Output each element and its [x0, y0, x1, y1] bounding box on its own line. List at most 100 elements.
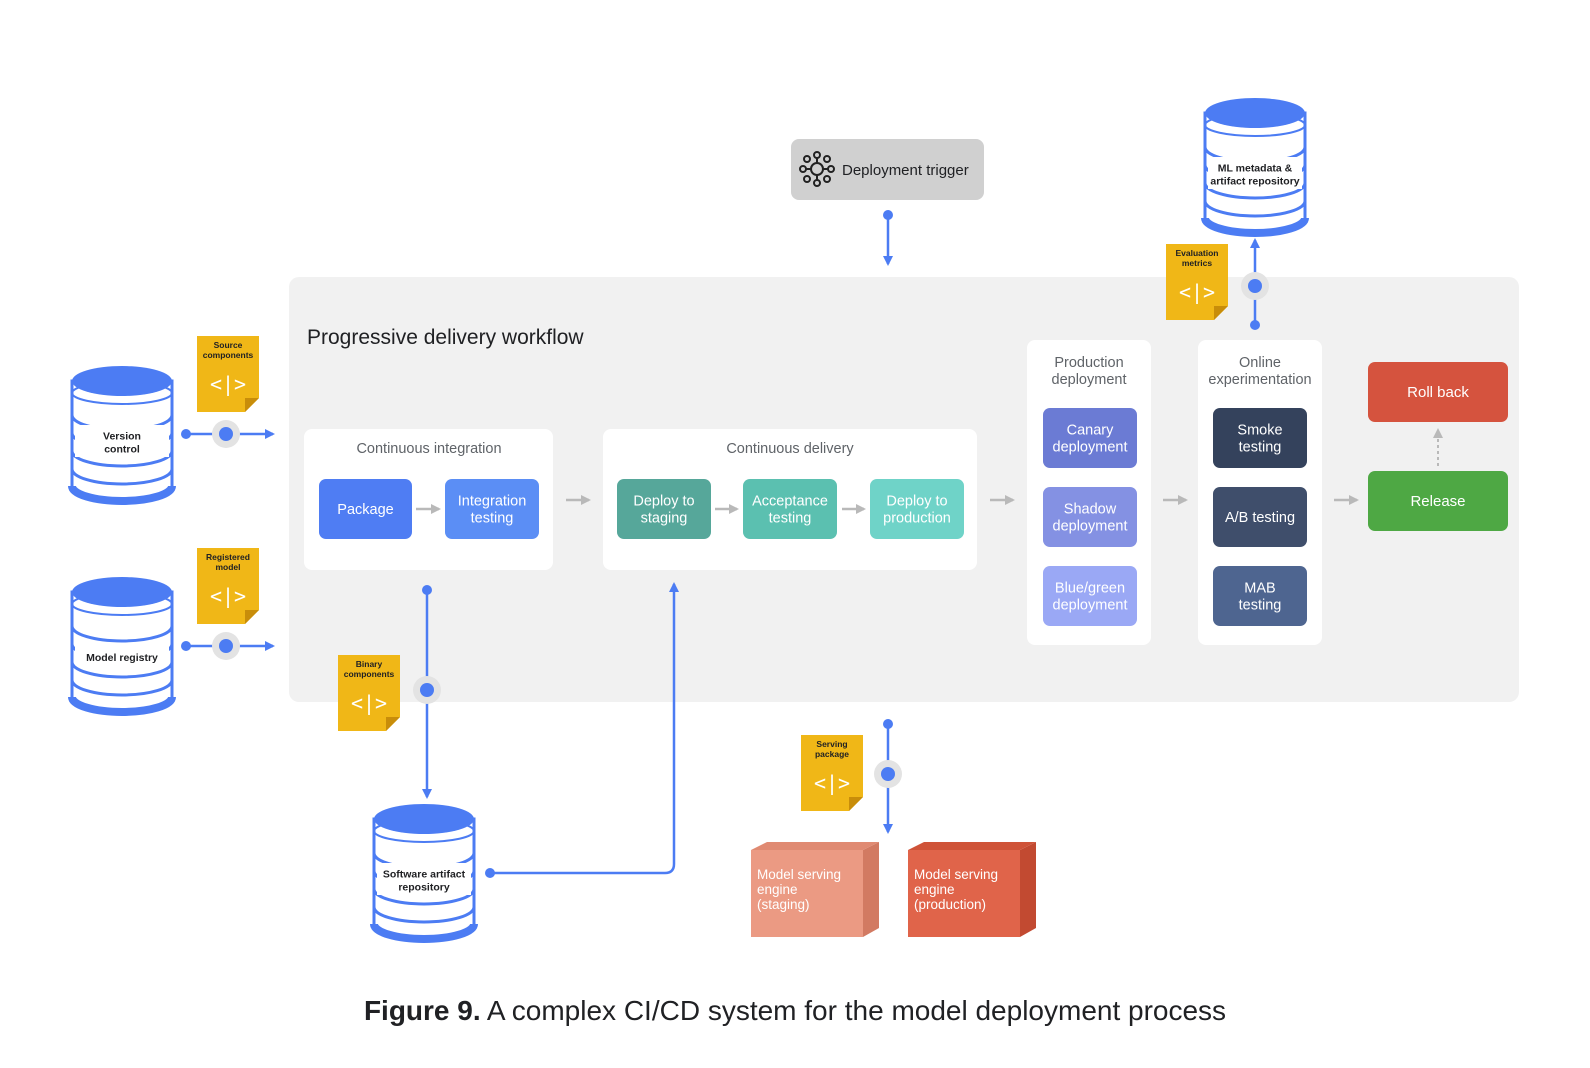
serving-engine-staging-label-line: (staging)	[757, 897, 810, 912]
step-label: staging	[641, 511, 688, 527]
step-label: testing	[1239, 440, 1282, 456]
code-icon: <|>	[210, 372, 246, 396]
step-label: Deploy to	[633, 494, 694, 510]
note-label: Evaluation	[1176, 248, 1219, 258]
db-label-text: Software artifact	[383, 869, 466, 881]
db-label-text: Version	[103, 431, 141, 443]
package-step: Package	[319, 479, 412, 539]
note-label: components	[344, 669, 395, 679]
model-registry-db: Model registry	[68, 577, 176, 716]
roll-back-box: Roll back	[1368, 362, 1508, 422]
binary-connector	[413, 585, 441, 799]
db-label-text: ML metadata &	[1218, 163, 1293, 175]
figure-caption-text: A complex CI/CD system for the model dep…	[480, 995, 1227, 1026]
release-box: Release	[1368, 471, 1508, 531]
step-label: production	[883, 511, 951, 527]
step-label: Deploy to	[886, 494, 947, 510]
artifact-to-cd-connector	[485, 582, 679, 878]
step-label: Canary	[1067, 423, 1114, 439]
figure-caption: Figure 9. A complex CI/CD system for the…	[0, 995, 1590, 1027]
model-registry-connector	[181, 632, 275, 660]
serving-connector	[874, 719, 902, 834]
db-label-text: artifact repository	[1210, 176, 1299, 188]
step-label: deployment	[1053, 519, 1128, 535]
note-label: Serving	[816, 739, 847, 749]
code-icon: <|>	[210, 584, 246, 608]
step-label: Integration	[458, 494, 527, 510]
serving-engine-production-label-line: engine	[914, 882, 955, 897]
continuous-integration-panel: Continuous integration Package Integrati…	[304, 429, 553, 570]
serving-engine-staging-label-line: engine	[757, 882, 798, 897]
deployment-trigger-label: Deployment trigger	[842, 162, 969, 179]
step-label: Package	[337, 502, 393, 518]
step-label: deployment	[1053, 440, 1128, 456]
cd-title: Continuous delivery	[726, 441, 854, 457]
ci-title: Continuous integration	[356, 441, 501, 457]
roll-back-label: Roll back	[1407, 384, 1469, 401]
note-label: package	[815, 749, 849, 759]
serving-engine-staging-label-line: Model serving	[757, 867, 841, 882]
code-icon: <|>	[814, 771, 850, 795]
step-label: A/B testing	[1225, 510, 1295, 526]
online-experimentation-title-line: Online	[1239, 355, 1281, 371]
release-label: Release	[1410, 493, 1465, 510]
code-icon: <|>	[351, 691, 387, 715]
note-label: Binary	[356, 659, 383, 669]
step-label: Smoke	[1237, 423, 1282, 439]
version-control-connector	[181, 420, 275, 448]
code-icon: <|>	[1179, 280, 1215, 304]
production-deployment-title-line: Production	[1054, 355, 1123, 371]
serving-engine-production-label-line: (production)	[914, 897, 986, 912]
serving-engine-production-label-line: Model serving	[914, 867, 998, 882]
note-label: model	[215, 562, 240, 572]
db-label-text: repository	[398, 882, 450, 894]
db-label-text: control	[104, 444, 140, 456]
ml-metadata-db: ML metadata &artifact repository	[1201, 98, 1309, 237]
note-label: Registered	[206, 552, 250, 562]
db-label-text: Model registry	[86, 652, 158, 664]
note-label: metrics	[1182, 258, 1213, 268]
note-label: Source	[214, 340, 243, 350]
step-label: Blue/green	[1055, 581, 1125, 597]
step-label: Acceptance	[752, 494, 828, 510]
step-label: deployment	[1053, 598, 1128, 614]
online-experimentation-title-line: experimentation	[1208, 372, 1311, 388]
note-label: components	[203, 350, 254, 360]
step-label: testing	[769, 511, 812, 527]
evaluation-connector	[1241, 238, 1269, 330]
step-label: testing	[471, 511, 514, 527]
deployment-trigger: Deployment trigger	[791, 139, 984, 200]
ab-testing-step: A/B testing	[1213, 487, 1307, 547]
step-label: testing	[1239, 598, 1282, 614]
figure-number: Figure 9.	[363, 995, 481, 1026]
workflow-title: Progressive delivery workflow	[307, 326, 584, 349]
step-label: MAB	[1244, 581, 1275, 597]
production-deployment-title-line: deployment	[1052, 372, 1127, 388]
step-label: Shadow	[1064, 502, 1117, 518]
